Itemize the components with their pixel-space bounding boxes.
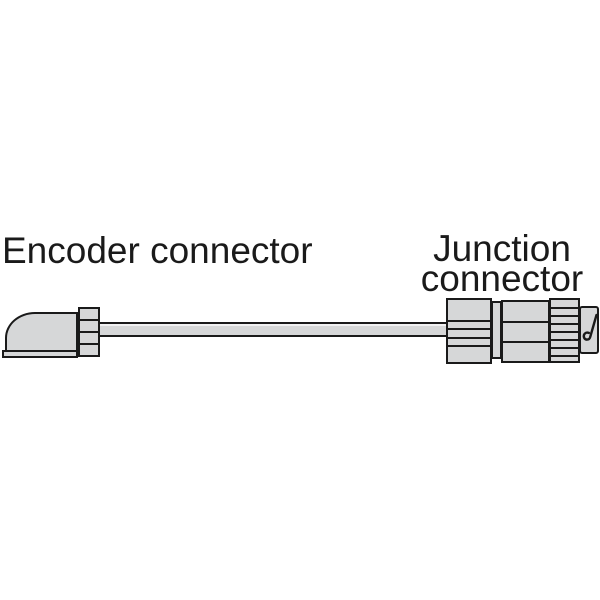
junction-connector-cable-clamp [446,298,492,364]
encoder-connector-base-plate [2,350,78,358]
body-groove-line [503,341,548,343]
junction-connector-knurled-ring [549,298,580,363]
knurl-line [551,347,578,349]
encoder-connector-label: Encoder connector [2,230,313,271]
junction-connector-main-body [501,300,550,363]
knurl-line [551,331,578,333]
clamp-rib-line [448,320,490,322]
clamp-rib-line [448,337,490,339]
junction-label-line2: connector [420,258,584,299]
encoder-connector-coupling-nut [78,307,100,357]
knurl-line [551,307,578,309]
junction-connector-label: Junction connector [407,228,597,299]
encoder-connector-elbow-body [5,312,78,352]
nut-thread-line [80,331,98,333]
nut-thread-line [80,319,98,321]
knurl-line [551,323,578,325]
wire-clip-icon [582,313,598,341]
clamp-rib-line [448,345,490,347]
clamp-rib-line [448,328,490,330]
junction-label-line1: Junction [433,228,571,269]
knurl-line [551,339,578,341]
cable [96,322,452,337]
junction-connector-end-cap [579,306,599,354]
body-groove-line [503,321,548,323]
nut-thread-line [80,343,98,345]
knurl-line [551,315,578,317]
knurl-line [551,355,578,357]
